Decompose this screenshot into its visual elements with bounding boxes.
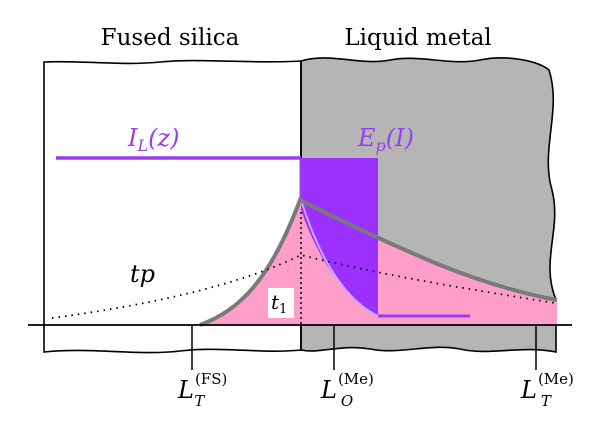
tp-label: tp (130, 260, 155, 288)
lt-fs-label: L(FS)T (177, 370, 227, 410)
energy-label: Ep(I) (357, 124, 414, 155)
t1-label: t1 (271, 290, 287, 317)
fused-silica-title: Fused silica (101, 25, 240, 51)
intensity-label: IL(z) (127, 124, 179, 155)
temperature-profile-curve (199, 197, 558, 327)
liquid-metal-title: Liquid metal (344, 25, 491, 51)
lt-me-label: L(Me)T (520, 370, 574, 410)
energy-decay-curve (300, 199, 379, 317)
tp-dotted-curve (51, 254, 556, 319)
absorbed-energy-area (301, 158, 378, 316)
t1-label-box (268, 288, 294, 318)
lo-me-label: L(Me)O (320, 370, 374, 410)
